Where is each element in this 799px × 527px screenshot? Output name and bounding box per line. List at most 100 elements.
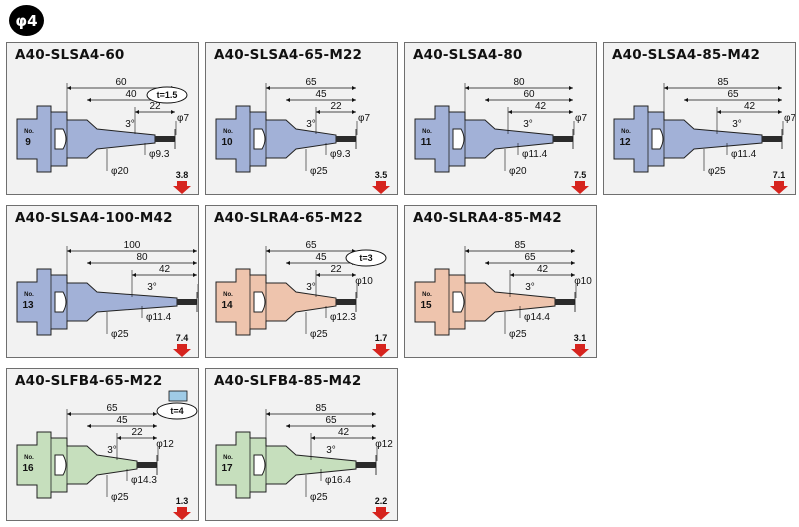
tool-title: A40-SLFB4-85-M42 [214, 373, 362, 389]
tool-holder [414, 268, 576, 336]
holder-slot [452, 128, 465, 150]
tool-shank [762, 136, 782, 142]
arrowhead [717, 110, 721, 114]
arrowhead [569, 110, 573, 114]
arrowhead [286, 424, 290, 428]
arrowhead [266, 249, 270, 253]
arrowhead [153, 424, 157, 428]
arrowhead [778, 98, 782, 102]
shank-diameter: φ25 [310, 166, 328, 177]
arrowhead [286, 261, 290, 265]
holder-slot [253, 128, 266, 150]
tip-diameter: φ7 [358, 113, 370, 124]
tool-holder [613, 105, 783, 173]
neck-diameter: φ14.4 [524, 312, 550, 323]
tool-shank [155, 136, 175, 142]
arrowhead [510, 273, 514, 277]
holder-slot [54, 128, 67, 150]
dim-length-2: 65 [524, 252, 536, 263]
weight-value: 1.3 [176, 496, 189, 506]
holder-body [16, 431, 138, 499]
arrowhead [135, 110, 139, 114]
tool-number: 15 [420, 300, 432, 311]
taper-angle: 3° [525, 282, 535, 293]
taper-angle: 3° [125, 119, 135, 130]
neck-diameter: φ9.3 [330, 149, 351, 160]
weight-value: 3.5 [375, 170, 388, 180]
dim-length-1: 65 [305, 240, 317, 251]
thickness-badge [345, 249, 387, 267]
arrowhead [117, 436, 121, 440]
dim-length-3: 42 [159, 264, 171, 275]
dim-length-1: 85 [717, 77, 729, 88]
weight-value: 7.4 [176, 333, 189, 343]
arrowhead [778, 110, 782, 114]
neck-diameter: φ16.4 [325, 475, 351, 486]
arrowhead [266, 412, 270, 416]
arrowhead [664, 86, 668, 90]
number-label: No. [621, 129, 631, 135]
neck-diameter: φ12.3 [330, 312, 356, 323]
shank-diameter: φ25 [509, 329, 527, 340]
neck-diameter: φ11.4 [731, 149, 757, 160]
shank-diameter: φ20 [509, 166, 527, 177]
arrowhead [485, 98, 489, 102]
holder-body [414, 268, 556, 336]
taper-angle: 3° [306, 282, 316, 293]
arrowhead [286, 98, 290, 102]
arrowhead [372, 424, 376, 428]
dim-length-3: 42 [744, 101, 756, 112]
tool-holder [414, 105, 574, 173]
tool-shank [553, 136, 573, 142]
shank-diameter: φ25 [111, 492, 129, 503]
weight-value: 7.1 [773, 170, 786, 180]
taper-angle: 3° [732, 119, 742, 130]
taper-angle: 3° [326, 445, 336, 456]
arrowhead [67, 249, 71, 253]
tip-diameter: φ7 [575, 113, 587, 124]
arrowhead [571, 273, 575, 277]
down-arrow-icon [372, 181, 390, 194]
dim-length-1: 65 [305, 77, 317, 88]
dim-length-1: 100 [124, 240, 141, 251]
arrowhead [87, 424, 91, 428]
arrowhead [316, 110, 320, 114]
tool-title: A40-SLSA4-65-M22 [214, 47, 363, 63]
dim-length-2: 45 [315, 252, 327, 263]
tip-diameter: φ12 [375, 439, 393, 450]
tip-diameter: φ12 [156, 439, 174, 450]
down-arrow-icon [372, 344, 390, 357]
tool-number: 13 [22, 300, 34, 311]
arrowhead [266, 86, 270, 90]
dim-length-3: 22 [330, 101, 342, 112]
arrowhead [372, 436, 376, 440]
dim-length-3: 42 [535, 101, 547, 112]
weight-value: 1.7 [375, 333, 388, 343]
down-arrow-icon [173, 507, 191, 520]
dim-length-2: 40 [125, 89, 137, 100]
tool-title: A40-SLRA4-65-M22 [214, 210, 363, 226]
tool-shank [336, 136, 356, 142]
number-label: No. [223, 292, 233, 298]
tool-holder [16, 105, 176, 173]
tool-title: A40-SLSA4-60 [15, 47, 125, 63]
tool-shank [336, 299, 356, 305]
dim-length-2: 65 [325, 415, 337, 426]
dim-length-3: 22 [330, 264, 342, 275]
arrowhead [508, 110, 512, 114]
insert-icon [168, 390, 188, 402]
arrowhead [193, 249, 197, 253]
dim-length-2: 45 [315, 89, 327, 100]
arrowhead [352, 98, 356, 102]
holder-body [16, 105, 156, 173]
shank-diameter: φ25 [310, 329, 328, 340]
taper-angle: 3° [523, 119, 533, 130]
tool-holder [215, 268, 357, 336]
number-label: No. [422, 292, 432, 298]
